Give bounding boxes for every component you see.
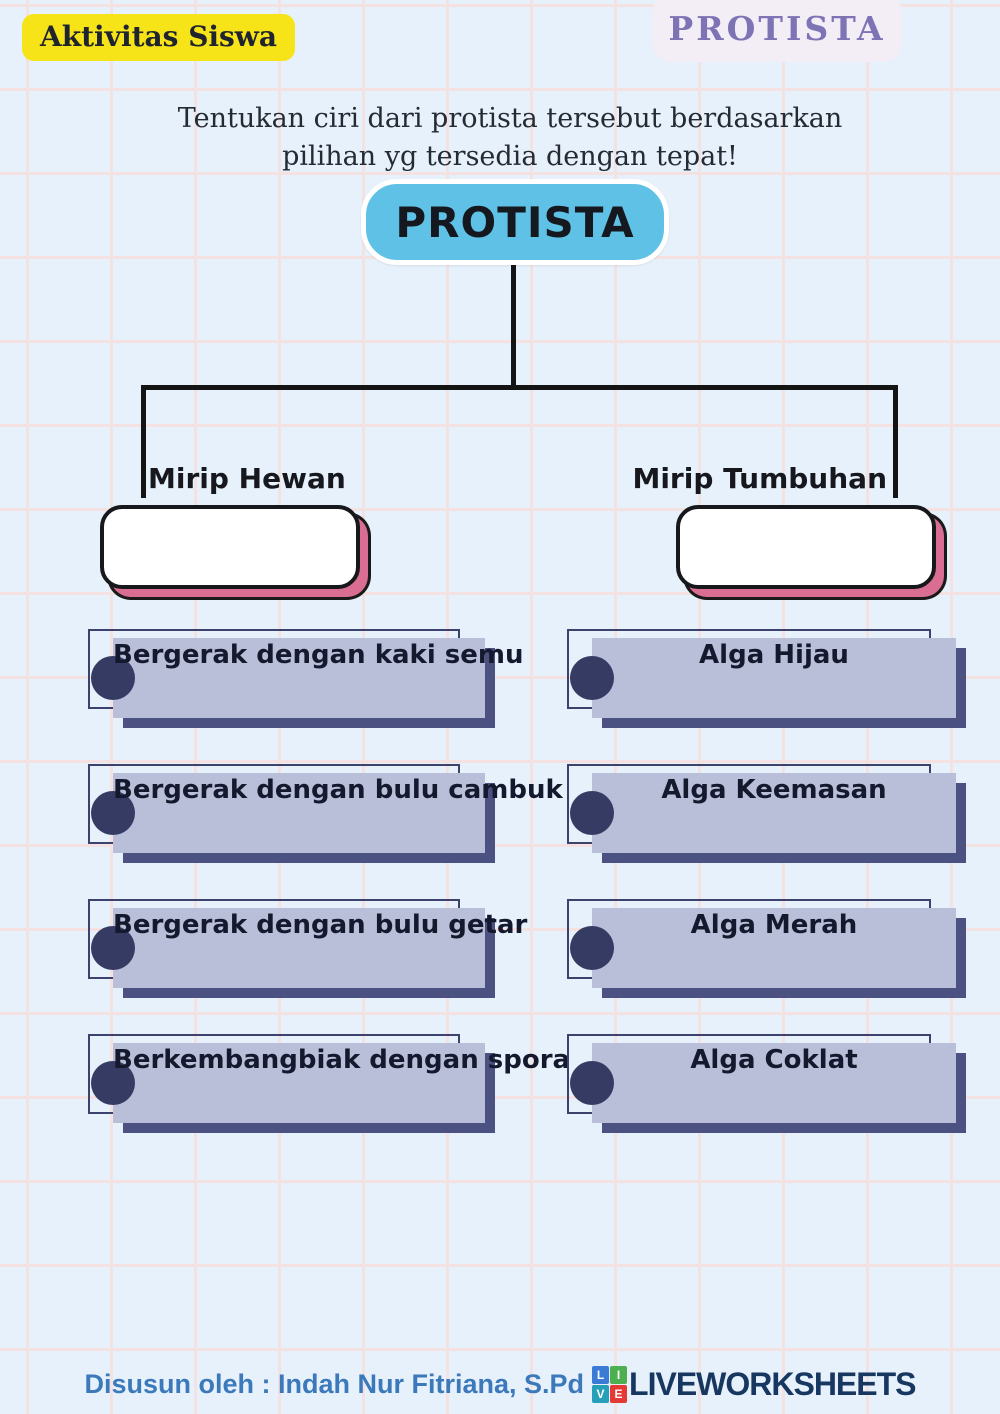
option-card-spora[interactable]: Berkembangbiak dengan spora	[88, 1034, 570, 1123]
drag-handle-dot[interactable]	[91, 926, 135, 970]
page-header-title: PROTISTA	[668, 8, 886, 48]
tree-line-right	[893, 385, 898, 498]
page-header: PROTISTA	[652, 0, 902, 62]
option-label: Bergerak dengan bulu getar	[113, 910, 528, 940]
option-card-alga-coklat[interactable]: Alga Coklat	[567, 1034, 956, 1123]
option-label: Alga Coklat	[690, 1045, 858, 1075]
logo-square-l: L	[592, 1366, 610, 1384]
footer: Disusun oleh : Indah Nur Fitriana, S.Pd …	[0, 1366, 1000, 1403]
dropzone-mirip-hewan[interactable]	[100, 505, 360, 589]
logo-square-e: E	[610, 1385, 628, 1403]
option-fill[interactable]: Bergerak dengan bulu getar	[91, 908, 528, 988]
tree-line-branch	[141, 385, 898, 390]
root-node-protista: PROTISTA	[361, 179, 669, 265]
option-fill[interactable]: Alga Hijau	[570, 638, 956, 718]
option-card-kaki-semu[interactable]: Bergerak dengan kaki semu	[88, 629, 524, 718]
drag-handle-dot[interactable]	[570, 791, 614, 835]
credit-text: Disusun oleh : Indah Nur Fitriana, S.Pd	[84, 1369, 585, 1399]
drag-handle-dot[interactable]	[91, 1061, 135, 1105]
drag-handle-dot[interactable]	[91, 656, 135, 700]
dropzone-mirip-tumbuhan[interactable]	[676, 505, 936, 589]
instruction-line-1: Tentukan ciri dari protista tersebut ber…	[177, 103, 843, 134]
branch-label-mirip-hewan: Mirip Hewan	[148, 462, 346, 495]
logo-square-i: I	[610, 1366, 628, 1384]
option-label: Alga Keemasan	[661, 775, 887, 805]
option-fill[interactable]: Alga Merah	[570, 908, 956, 988]
drag-handle-dot[interactable]	[570, 926, 614, 970]
logo-square-v: V	[592, 1385, 610, 1403]
drag-handle-dot[interactable]	[570, 656, 614, 700]
option-card-alga-hijau[interactable]: Alga Hijau	[567, 629, 956, 718]
option-card-bulu-getar[interactable]: Bergerak dengan bulu getar	[88, 899, 527, 988]
option-label: Alga Merah	[690, 910, 858, 940]
root-node-label: PROTISTA	[395, 197, 635, 247]
option-fill[interactable]: Bergerak dengan bulu cambuk	[91, 773, 563, 853]
option-fill[interactable]: Alga Coklat	[570, 1043, 956, 1123]
option-label: Berkembangbiak dengan spora	[113, 1045, 571, 1075]
option-label: Alga Hijau	[699, 640, 849, 670]
option-label: Bergerak dengan kaki semu	[113, 640, 524, 670]
option-fill[interactable]: Berkembangbiak dengan spora	[91, 1043, 571, 1123]
brand-name: LIVEWORKSHEETS	[629, 1366, 916, 1402]
option-card-bulu-cambuk[interactable]: Bergerak dengan bulu cambuk	[88, 764, 563, 853]
drag-handle-dot[interactable]	[570, 1061, 614, 1105]
option-card-alga-keemasan[interactable]: Alga Keemasan	[567, 764, 956, 853]
instruction-text: Tentukan ciri dari protista tersebut ber…	[0, 100, 1000, 176]
branch-label-mirip-tumbuhan: Mirip Tumbuhan	[632, 462, 887, 495]
tree-line-root	[511, 265, 516, 388]
liveworksheets-logo-icon: L I V E	[592, 1366, 628, 1403]
activity-badge: Aktivitas Siswa	[22, 14, 296, 61]
tree-line-left	[141, 385, 146, 498]
drag-handle-dot[interactable]	[91, 791, 135, 835]
option-label: Bergerak dengan bulu cambuk	[113, 775, 563, 805]
instruction-line-2: pilihan yg tersedia dengan tepat!	[282, 141, 738, 172]
option-card-alga-merah[interactable]: Alga Merah	[567, 899, 956, 988]
option-fill[interactable]: Bergerak dengan kaki semu	[91, 638, 524, 718]
option-fill[interactable]: Alga Keemasan	[570, 773, 956, 853]
